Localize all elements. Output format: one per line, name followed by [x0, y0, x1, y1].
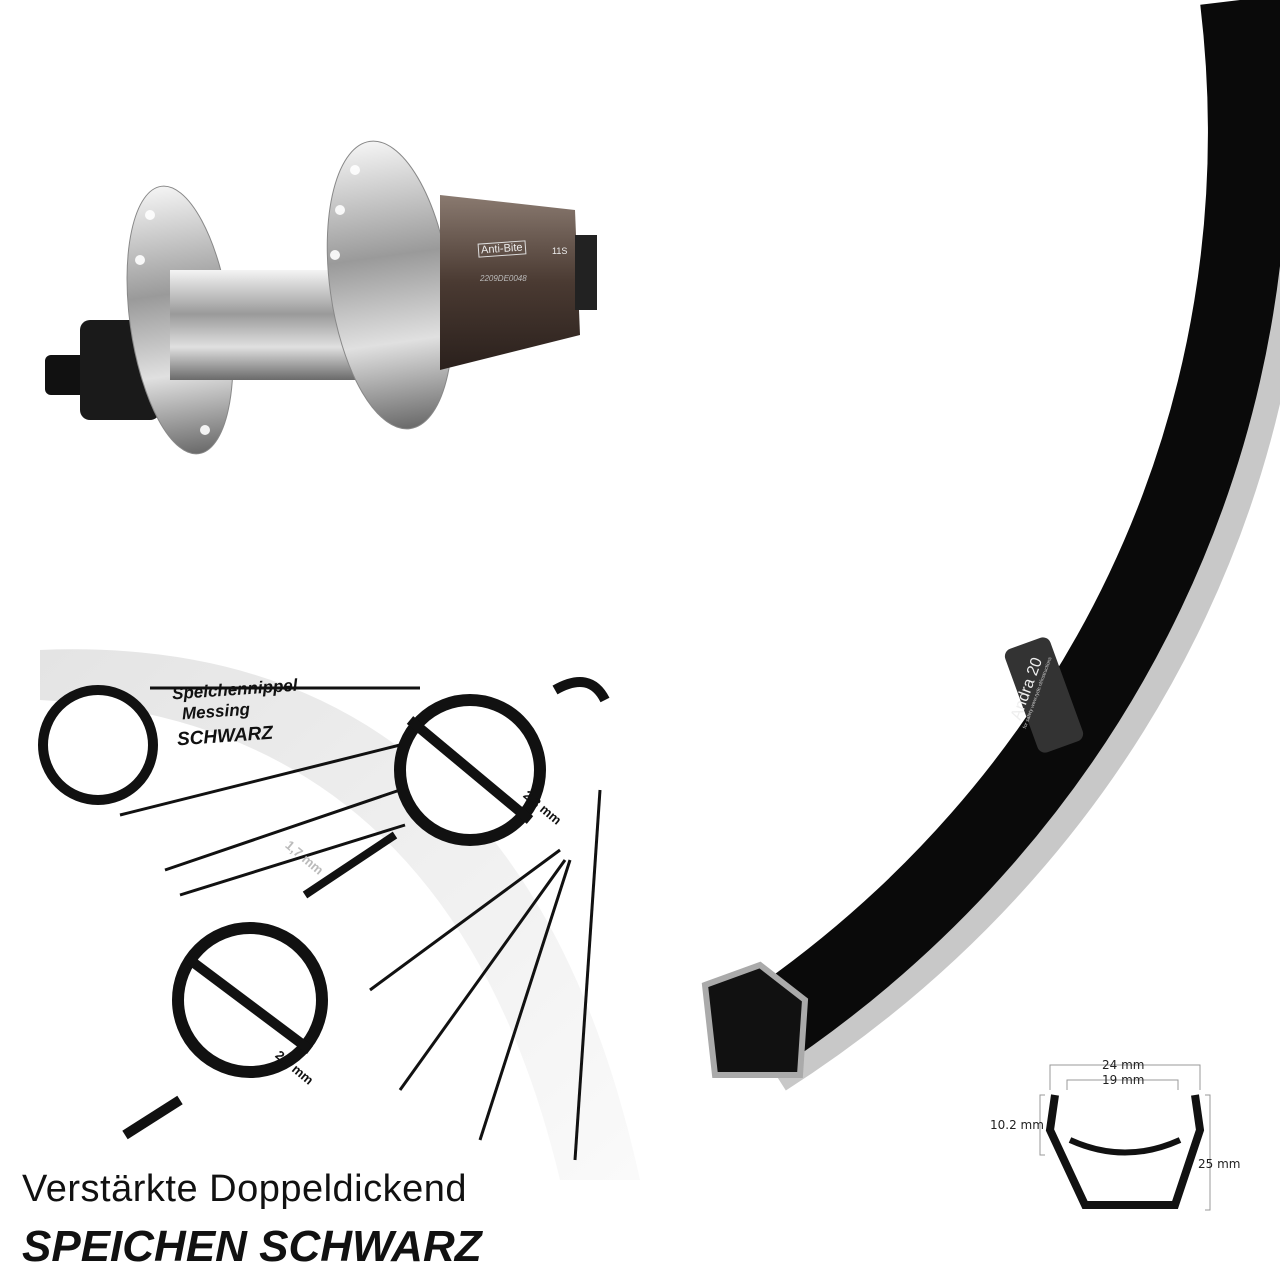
rim: [701, 0, 1280, 1091]
rim-profile: [1039, 1064, 1211, 1211]
hub-serial: 2209DE0048: [480, 274, 527, 283]
profile-inner-width: 19 mm: [1102, 1073, 1145, 1087]
hub: [45, 140, 597, 460]
spoke-diagram: [38, 649, 640, 1180]
hub-speed-label: 11S: [552, 246, 568, 256]
headline-line1: Verstärkte Doppeldickend: [22, 1168, 468, 1210]
profile-outer-width: 24 mm: [1102, 1058, 1145, 1072]
profile-rim-height: 25 mm: [1198, 1157, 1241, 1171]
profile-flange-height: 10.2 mm: [990, 1118, 1044, 1132]
headline-line2: SPEICHEN SCHWARZ: [22, 1222, 482, 1271]
